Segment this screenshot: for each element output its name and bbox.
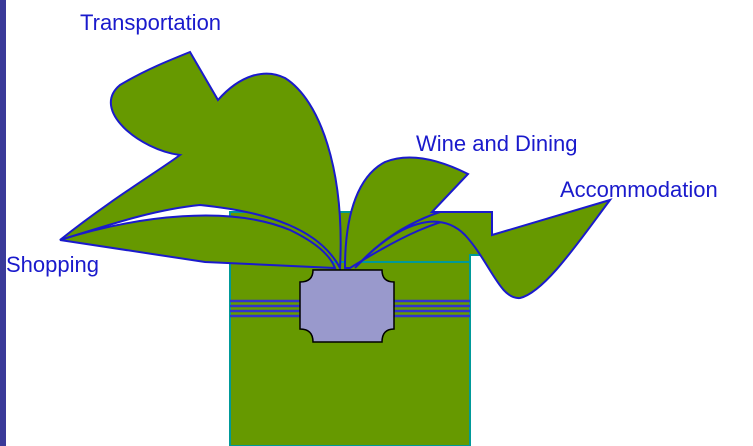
label-accommodation: Accommodation <box>560 177 718 202</box>
label-transportation: Transportation <box>80 10 222 35</box>
left-border-bar <box>0 0 6 446</box>
gift-tag <box>299 269 395 343</box>
leaf-shopping <box>59 214 337 270</box>
leaves <box>59 50 613 300</box>
leaf-transportation <box>59 50 342 272</box>
label-shopping: Shopping <box>6 252 99 277</box>
leaf-accommodation <box>354 198 613 300</box>
label-wine-and-dining: Wine and Dining <box>416 131 578 156</box>
leaf-wine-and-dining <box>343 156 493 269</box>
